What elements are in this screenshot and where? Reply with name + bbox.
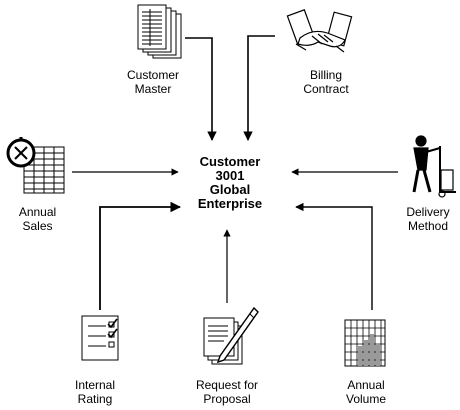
label-line: Request for [195,378,259,392]
label-line: Customer [126,68,179,82]
label-line: Volume [345,392,387,406]
label-line: Proposal [203,392,251,406]
billing-contract-label: Billing Contract [286,68,366,96]
sales-worksheet-icon [6,137,65,194]
center-line: Customer [199,154,261,169]
label-line: Annual [347,378,385,392]
annual-volume-label: Annual Volume [330,378,402,406]
label-line: Delivery [406,205,450,219]
annual-sales-label: Annual Sales [0,205,75,233]
delivery-method-label: Delivery Method [396,205,460,233]
connector-billing-contract [243,35,275,141]
internal-rating-label: Internal Rating [60,378,130,406]
bar-chart-icon [344,319,386,367]
label-line: Sales [22,219,53,233]
customer-master-label: Customer Master [113,68,193,96]
connector-internal-rating [99,201,182,310]
center-line: Enterprise [197,196,263,211]
document-pen-icon [203,306,259,365]
label-line: Master [134,82,172,96]
request-for-proposal-label: Request for Proposal [182,378,272,406]
hand-truck-icon [412,135,456,198]
handshake-icon [286,9,353,53]
report-stack-icon [137,4,182,59]
label-line: Internal [74,378,116,392]
center-line: Global [209,182,251,197]
connector-customer-master [185,37,217,141]
checklist-icon [81,315,119,361]
label-line: Rating [77,392,113,406]
label-line: Billing [309,68,342,82]
label-line: Contract [303,82,349,96]
label-line: Annual [18,205,57,219]
center-line: 3001 [215,168,245,183]
connector-annual-volume [295,202,373,310]
center-entity-label: Customer 3001 Global Enterprise [170,155,290,211]
connectors [72,35,398,310]
label-line: Method [407,219,449,233]
